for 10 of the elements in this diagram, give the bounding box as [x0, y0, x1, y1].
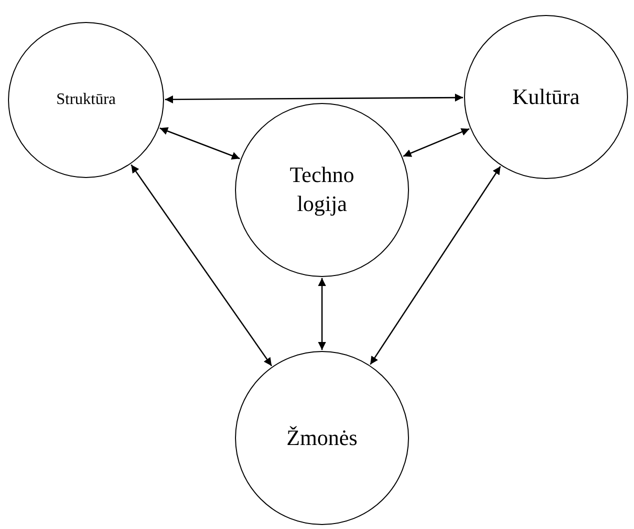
double-arrow	[403, 128, 470, 157]
node-label: Žmonės	[286, 424, 358, 452]
double-arrow	[318, 278, 326, 350]
double-arrow	[370, 166, 501, 365]
double-arrow	[165, 94, 463, 104]
double-arrow	[160, 127, 240, 160]
node-label: Techno logija	[288, 161, 356, 218]
node-label: Struktūra	[56, 90, 116, 110]
node-label: Kultūra	[512, 82, 580, 111]
double-arrow	[130, 164, 272, 366]
